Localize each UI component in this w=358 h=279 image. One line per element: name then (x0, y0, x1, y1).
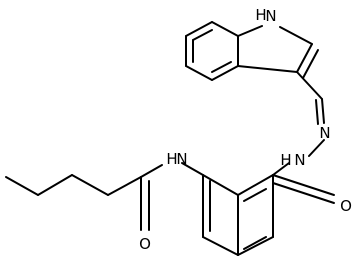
benzoyl-carbonyl (272, 174, 335, 204)
amide-carbonyl (140, 176, 150, 231)
amide-nh-bond (140, 162, 204, 178)
atom-labels: H N N N H N H O O (139, 6, 352, 253)
hydrazide-hydrogen-label: H (280, 151, 291, 169)
amide-nitrogen-label: N (176, 150, 187, 168)
indole-nh-hydrogen-label: H (255, 6, 266, 24)
benzoyl-oxygen-label: O (340, 197, 352, 215)
indole-benzene-ring (185, 21, 239, 81)
indole-pyrrole-ring (237, 25, 319, 79)
pentyl-chain (5, 174, 142, 196)
indole-nitrogen-label: N (265, 7, 276, 25)
amide-oxygen-label: O (139, 235, 151, 253)
amide-hydrogen-label: H (166, 150, 177, 168)
hydrazide-nitrogen-label: N (294, 151, 305, 169)
imine-nitrogen-label: N (319, 124, 330, 142)
central-benzene-ring (202, 174, 274, 256)
hydrazone-linker (272, 71, 325, 176)
